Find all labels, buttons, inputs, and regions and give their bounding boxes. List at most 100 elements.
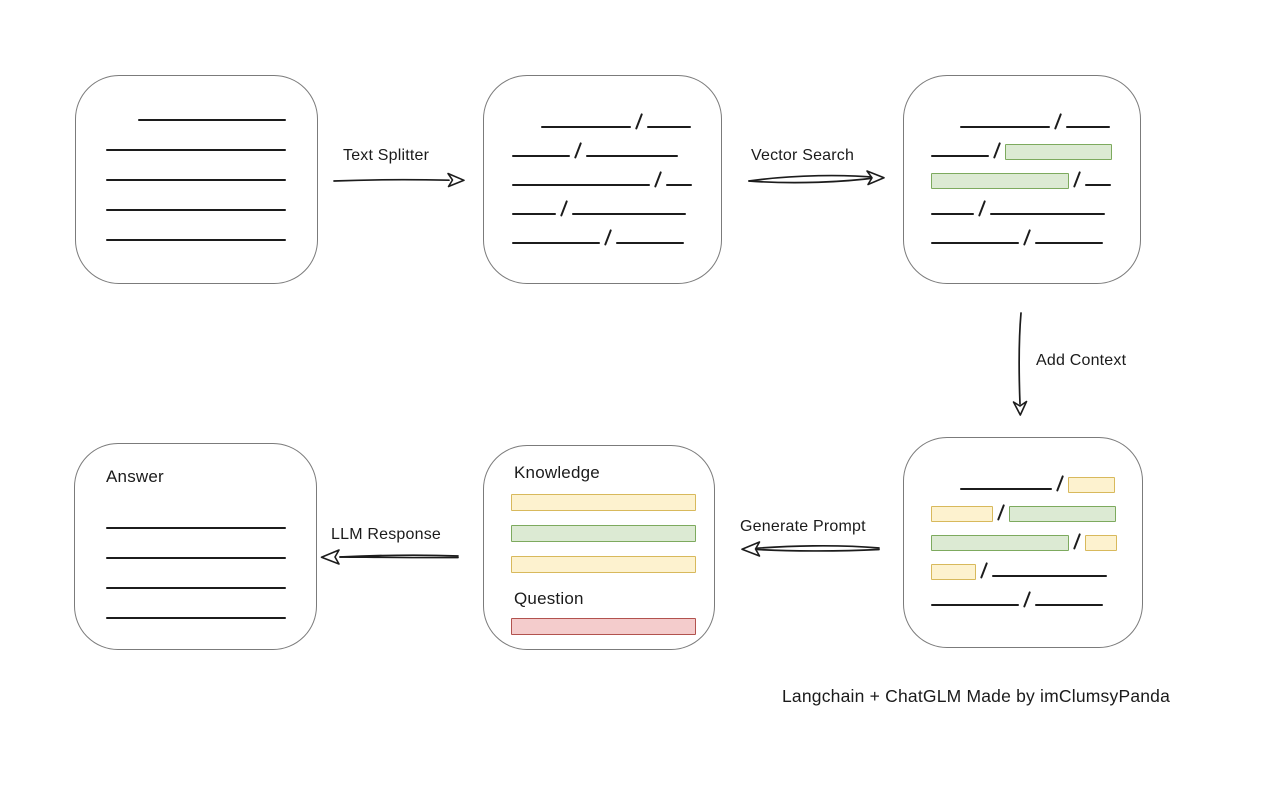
vector-search-arrow <box>748 170 885 186</box>
llm-response-label: LLM Response <box>331 526 442 543</box>
text-line <box>1085 184 1112 186</box>
document-lines <box>76 76 317 241</box>
segment-row <box>931 186 1140 217</box>
text-line <box>990 213 1106 215</box>
text-line <box>960 126 1050 128</box>
generate-prompt-label: Generate Prompt <box>740 518 866 535</box>
segment-row <box>106 91 317 121</box>
segment-row <box>106 589 316 619</box>
segment-row <box>106 181 317 211</box>
text-line <box>572 213 687 215</box>
answer-box: Answer <box>74 443 317 650</box>
slash-separator <box>1023 591 1032 608</box>
prompt-box: Knowledge Question <box>483 445 715 650</box>
chunk-lines <box>484 76 721 246</box>
arrowhead <box>741 541 761 557</box>
text-line <box>106 239 286 241</box>
segment-row <box>106 529 316 559</box>
yellow-highlight-bar <box>1085 535 1118 551</box>
answer-lines <box>106 499 316 619</box>
green-highlight-bar <box>1009 506 1117 522</box>
segment-row <box>106 499 316 529</box>
knowledge-title: Knowledge <box>514 463 600 482</box>
yellow-knowledge-bar <box>511 556 696 573</box>
segment-row <box>931 99 1140 130</box>
text-line <box>992 575 1108 577</box>
text-line <box>666 184 693 186</box>
llm-response-arrow <box>320 549 459 565</box>
text-splitter-arrow <box>333 172 465 188</box>
segment-row <box>931 157 1140 189</box>
text-line <box>1035 604 1104 606</box>
caption: Langchain + ChatGLM Made by imClumsyPand… <box>782 686 1171 706</box>
text-line <box>931 155 989 157</box>
segment-row <box>512 215 721 246</box>
yellow-highlight-bar <box>931 564 976 580</box>
text-line <box>106 587 286 589</box>
green-highlight-bar <box>931 535 1069 551</box>
text-line <box>1066 126 1111 128</box>
text-line <box>616 242 685 244</box>
segment-row <box>512 128 721 159</box>
text-chunks-box <box>483 75 722 284</box>
segment-row <box>931 128 1140 160</box>
green-highlight-bar <box>1005 144 1113 160</box>
context-chunk-lines <box>904 438 1142 608</box>
yellow-highlight-bar <box>1068 477 1116 493</box>
knowledge-bars <box>511 494 714 573</box>
slash-separator <box>604 229 613 246</box>
text-line <box>512 242 600 244</box>
segment-row <box>512 186 721 217</box>
document-box <box>75 75 318 284</box>
segment-row <box>931 215 1140 246</box>
green-knowledge-bar <box>511 525 696 542</box>
segment-row <box>931 519 1142 551</box>
segment-row <box>931 577 1142 608</box>
text-line <box>960 488 1052 490</box>
segment-row <box>931 490 1142 522</box>
context-box <box>903 437 1143 648</box>
segment-row <box>106 559 316 589</box>
arrowhead <box>447 172 465 188</box>
text-line <box>106 209 286 211</box>
text-line <box>106 527 286 529</box>
matched-chunk-lines <box>904 76 1140 246</box>
segment-row <box>106 211 317 241</box>
segment-row <box>931 461 1142 493</box>
segment-row <box>931 548 1142 580</box>
arrowhead <box>320 549 340 565</box>
text-line <box>512 213 556 215</box>
question-title: Question <box>514 589 584 608</box>
segment-row <box>106 151 317 181</box>
text-line <box>647 126 692 128</box>
add-context-label: Add Context <box>1036 352 1127 369</box>
text-line <box>106 179 286 181</box>
text-line <box>512 155 570 157</box>
text-line <box>106 557 286 559</box>
text-line <box>512 184 650 186</box>
add-context-arrow <box>1012 312 1028 416</box>
text-line <box>931 213 974 215</box>
text-line <box>138 119 286 121</box>
text-line <box>1035 242 1104 244</box>
text-line <box>931 242 1019 244</box>
text-line <box>106 149 286 151</box>
slash-separator <box>1023 229 1032 246</box>
vector-search-label: Vector Search <box>751 147 855 164</box>
text-line <box>106 617 286 619</box>
vector-matched-box <box>903 75 1141 284</box>
question-bar <box>511 618 696 635</box>
text-line <box>931 604 1019 606</box>
generate-prompt-arrow <box>741 541 880 557</box>
text-line <box>586 155 679 157</box>
answer-title: Answer <box>106 467 164 486</box>
text-splitter-label: Text Splitter <box>343 147 430 164</box>
text-line <box>541 126 631 128</box>
segment-row <box>106 121 317 151</box>
arrowhead <box>866 170 885 186</box>
segment-row <box>512 99 721 130</box>
yellow-knowledge-bar <box>511 494 696 511</box>
segment-row <box>512 157 721 188</box>
yellow-highlight-bar <box>931 506 993 522</box>
